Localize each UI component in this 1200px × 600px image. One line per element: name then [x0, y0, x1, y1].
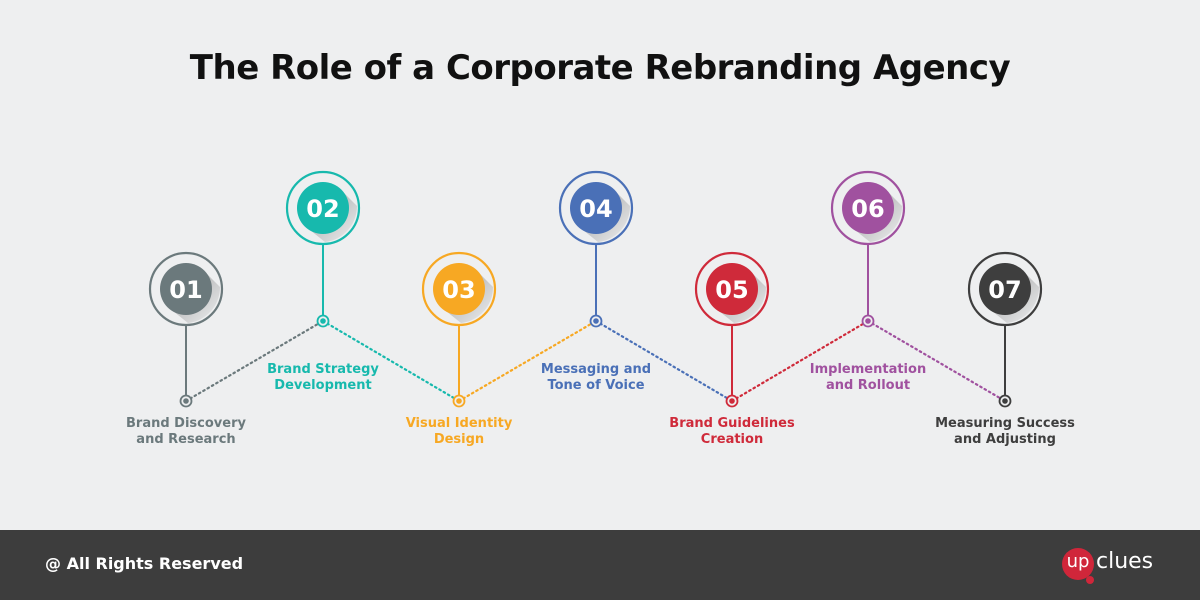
footer: @ All Rights Reserved up clues [0, 530, 1200, 600]
step-label-line: Brand Strategy [267, 362, 379, 377]
step-label-line: Messaging and [541, 362, 651, 377]
dotted-connector [730, 319, 870, 403]
dotted-connector [184, 319, 325, 403]
logo-badge: up [1062, 548, 1094, 580]
logo-dot [1086, 576, 1094, 584]
step-node-dot [1002, 398, 1008, 404]
upclues-logo[interactable]: up clues [1062, 544, 1154, 584]
step-label-line: Visual Identity [406, 416, 513, 431]
step-node-dot [183, 398, 189, 404]
dotted-connector [866, 319, 1007, 403]
step-number: 02 [306, 195, 339, 223]
dotted-connector [321, 319, 461, 403]
copyright-text: @ All Rights Reserved [45, 554, 244, 573]
step-label-line: Design [434, 432, 484, 447]
step-label-line: and Adjusting [954, 432, 1056, 447]
step-label-line: Development [274, 378, 371, 393]
page-title: The Role of a Corporate Rebranding Agenc… [189, 48, 1011, 88]
step-badge [160, 263, 212, 315]
step-label-line: Measuring Success [935, 416, 1075, 431]
step-number: 04 [579, 195, 612, 223]
dotted-connector [457, 319, 598, 403]
step-badge [979, 263, 1031, 315]
step-number: 06 [851, 195, 884, 223]
step-badge [570, 182, 622, 234]
step-number: 05 [715, 276, 748, 304]
step-label-line: Tone of Voice [547, 378, 644, 393]
step-node-dot [729, 398, 735, 404]
step-node-dot [320, 318, 326, 324]
step-label-line: Brand Discovery [126, 416, 247, 431]
step-number: 07 [988, 276, 1021, 304]
step-badge [433, 263, 485, 315]
step-label-line: and Rollout [826, 378, 910, 393]
step-node-dot [865, 318, 871, 324]
step-label-line: Implementation [810, 362, 926, 377]
step-label-line: Brand Guidelines [669, 416, 795, 431]
step-number: 01 [169, 276, 202, 304]
step-label-line: and Research [136, 432, 235, 447]
step-badge [706, 263, 758, 315]
step-badge [842, 182, 894, 234]
step-badge [297, 182, 349, 234]
step-number: 03 [442, 276, 475, 304]
dotted-connector [594, 319, 734, 403]
step-label-line: Creation [701, 432, 763, 447]
step-node-dot [456, 398, 462, 404]
step-node-dot [593, 318, 599, 324]
logo-word: clues [1096, 549, 1154, 574]
